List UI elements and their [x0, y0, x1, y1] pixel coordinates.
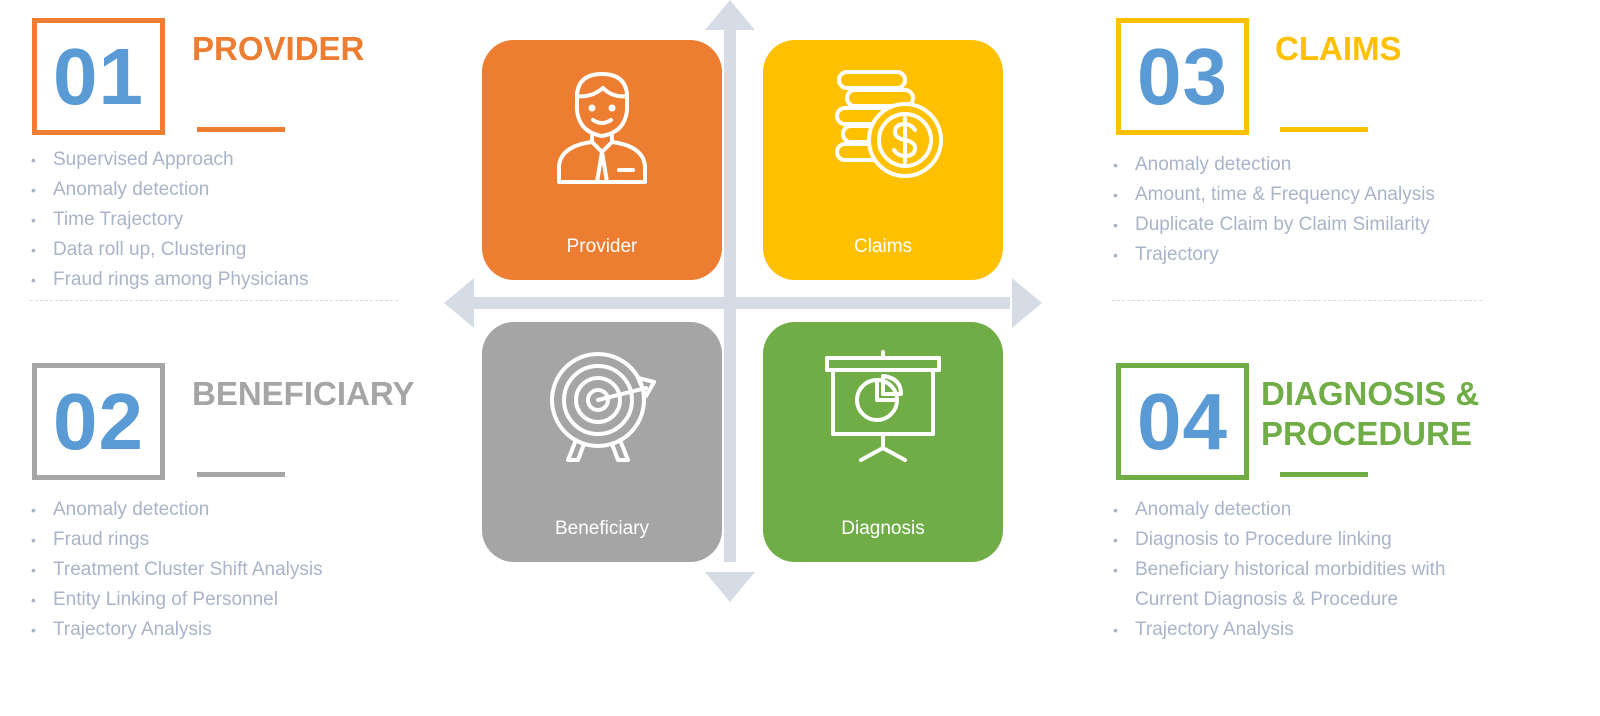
target-icon	[550, 352, 656, 462]
divider-left	[30, 300, 398, 301]
list-item: Treatment Cluster Shift Analysis	[31, 555, 323, 585]
tile-provider[interactable]: Provider	[482, 40, 722, 280]
list-item: Current Diagnosis & Procedure	[1135, 589, 1398, 610]
arrow-down-icon	[705, 572, 755, 602]
list-item: Supervised Approach	[31, 145, 309, 175]
list-item: Diagnosis to Procedure linking	[1113, 525, 1445, 555]
list-item: Entity Linking of Personnel	[31, 585, 323, 615]
tile-label-diagnosis: Diagnosis	[841, 518, 925, 539]
list-item: Amount, time & Frequency Analysis	[1113, 180, 1435, 210]
tile-claims[interactable]: Claims	[763, 40, 1003, 280]
section-number-diagnosis: 04	[1116, 363, 1249, 480]
list-item: Data roll up, Clustering	[31, 235, 309, 265]
section-title-claims: CLAIMS	[1275, 30, 1402, 67]
divider-right	[1112, 300, 1482, 301]
list-item: Anomaly detection	[1113, 495, 1445, 525]
beneficiary-feature-list: Anomaly detection Fraud rings Treatment …	[31, 495, 323, 645]
section-title-diagnosis-line2: PROCEDURE	[1261, 415, 1472, 452]
section-number-claims: 03	[1116, 18, 1249, 135]
arrow-right-icon	[1012, 278, 1042, 328]
list-item: Duplicate Claim by Claim Similarity	[1113, 210, 1435, 240]
tile-label-claims: Claims	[853, 236, 913, 257]
provider-feature-list: Supervised Approach Anomaly detection Ti…	[31, 145, 309, 295]
list-item: Anomaly detection	[31, 175, 309, 205]
section-title-provider: PROVIDER	[192, 30, 365, 67]
list-item: Fraud rings	[31, 525, 323, 555]
section-underline-diagnosis	[1280, 472, 1368, 477]
list-item: Time Trajectory	[31, 205, 309, 235]
section-underline-beneficiary	[197, 472, 285, 477]
list-item: Anomaly detection	[1113, 150, 1435, 180]
section-title-beneficiary: BENEFICIARY	[192, 375, 415, 412]
list-item: Beneficiary historical morbidities with	[1113, 555, 1445, 585]
tile-label-provider: Provider	[566, 236, 638, 257]
tile-label-beneficiary: Beneficiary	[555, 518, 649, 539]
horizontal-axis	[466, 297, 1010, 309]
list-item: Trajectory Analysis	[31, 615, 323, 645]
section-number-provider: 01	[32, 18, 165, 135]
presentation-board-icon	[825, 350, 941, 462]
section-underline-claims	[1280, 127, 1368, 132]
tile-diagnosis[interactable]: Diagnosis	[763, 322, 1003, 562]
person-icon	[557, 72, 647, 184]
tile-beneficiary[interactable]: Beneficiary	[482, 322, 722, 562]
section-number-beneficiary: 02	[32, 363, 165, 480]
arrow-left-icon	[444, 278, 474, 328]
list-item: Trajectory	[1113, 240, 1435, 270]
list-item: Fraud rings among Physicians	[31, 265, 309, 295]
arrow-up-icon	[705, 0, 755, 30]
diagnosis-feature-list: Anomaly detection Diagnosis to Procedure…	[1113, 495, 1445, 645]
claims-feature-list: Anomaly detection Amount, time & Frequen…	[1113, 150, 1435, 270]
section-underline-provider	[197, 127, 285, 132]
list-item: Anomaly detection	[31, 495, 323, 525]
coins-dollar-icon	[835, 70, 943, 178]
list-item: Trajectory Analysis	[1113, 615, 1445, 645]
section-title-diagnosis-line1: DIAGNOSIS &	[1261, 375, 1480, 412]
vertical-axis	[724, 26, 736, 562]
